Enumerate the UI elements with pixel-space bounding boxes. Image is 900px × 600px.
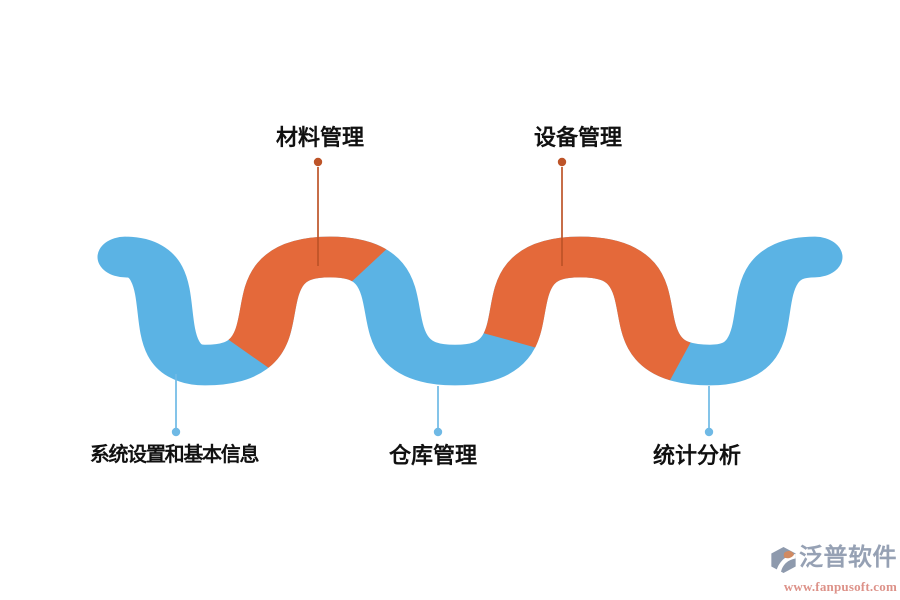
pointer-warehouse — [433, 386, 443, 437]
label-material-management: 材料管理 — [275, 125, 365, 150]
pointer-equipment — [557, 157, 567, 266]
pointer-dot — [557, 157, 567, 167]
watermark: 泛普软件 www.fanpusoft.com — [765, 546, 897, 593]
pointer-material — [313, 157, 323, 266]
pointer-system-settings — [171, 374, 181, 437]
pointer-dot — [171, 427, 181, 437]
fanpu-logo-icon — [770, 546, 797, 578]
label-warehouse-management: 仓库管理 — [388, 443, 478, 468]
pointer-dot — [313, 157, 323, 167]
pointer-statistics — [704, 386, 714, 437]
pointer-dot — [433, 427, 443, 437]
watermark-brand-text: 泛普软件 — [799, 544, 897, 571]
wave-orange-segment-1 — [226, 236, 387, 368]
wave-orange-segment-2 — [483, 236, 694, 381]
wave-blue-path — [97, 236, 843, 386]
label-equipment-management: 设备管理 — [533, 125, 623, 150]
watermark-url-text: www.fanpusoft.com — [783, 579, 897, 594]
snake-ribbon — [97, 236, 843, 386]
label-statistics-analysis: 统计分析 — [652, 443, 742, 468]
pointer-dot — [704, 427, 714, 437]
label-system-settings-basic-info: 系统设置和基本信息 — [89, 444, 260, 466]
